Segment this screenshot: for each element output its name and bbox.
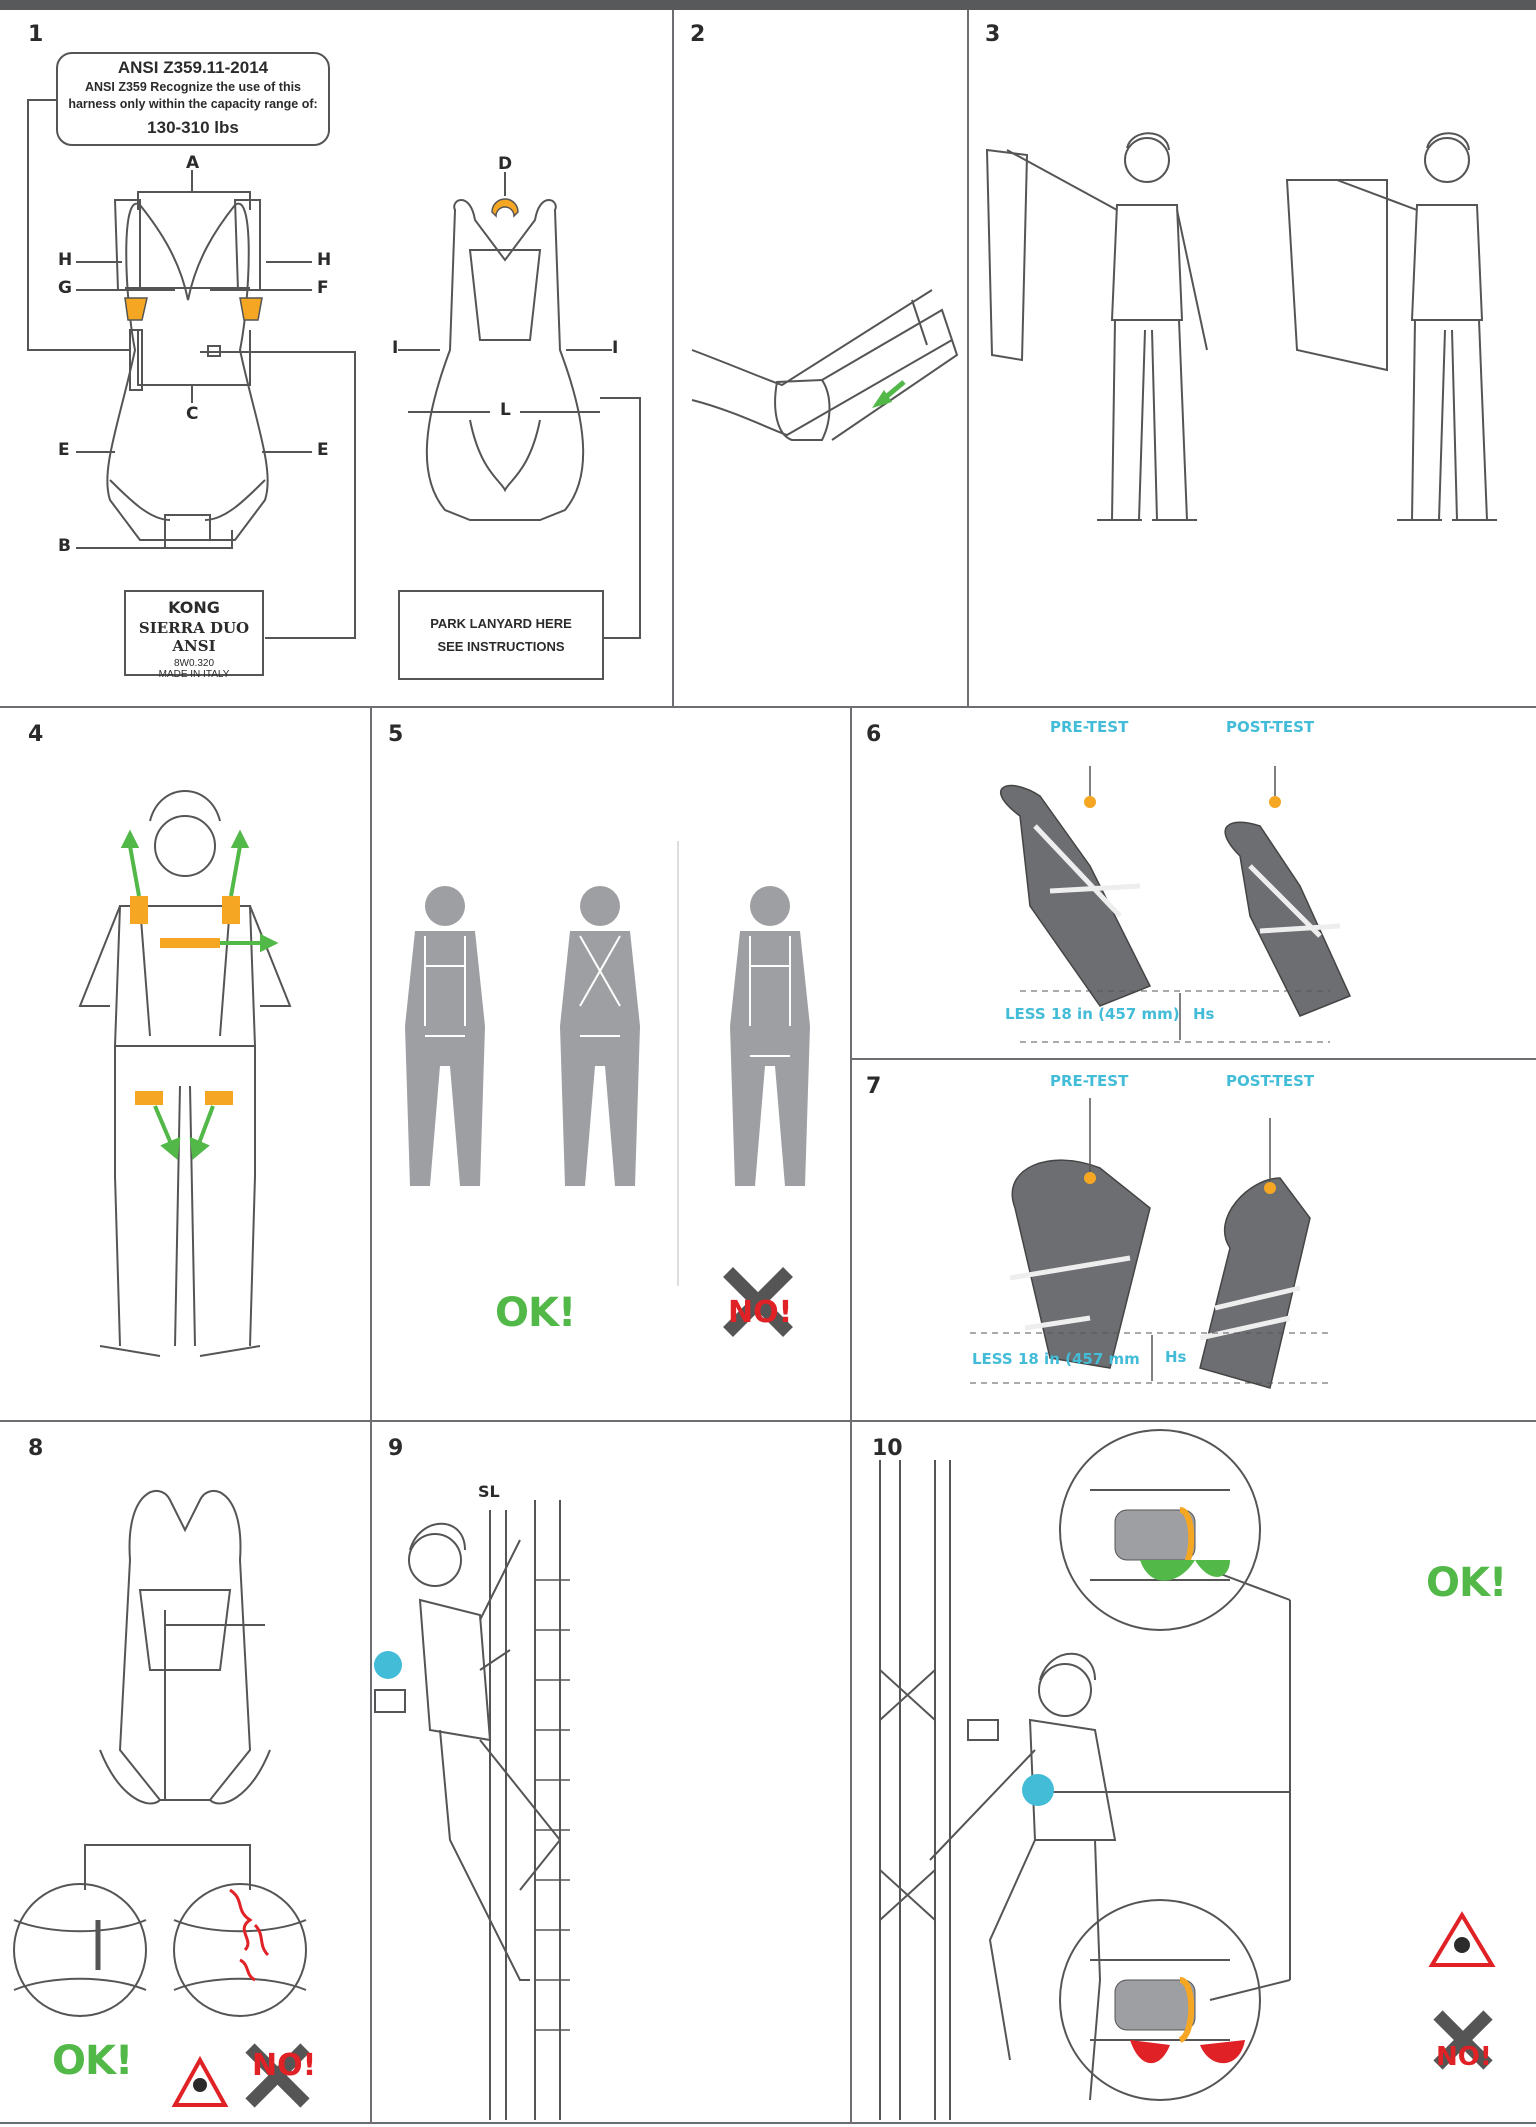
less-18-label-6: LESS 18 in (457 mm) (1005, 1005, 1180, 1023)
no-verdict-5: NO! (728, 1295, 792, 1330)
letter-H-left: H (58, 250, 72, 270)
letter-I-left: I (392, 338, 398, 358)
park-line-2: SEE INSTRUCTIONS (400, 639, 602, 654)
letter-E-left: E (58, 440, 70, 460)
adjusting-harness-figure (0, 706, 370, 1420)
less-18-label-7: LESS 18 in (457 mm (972, 1350, 1140, 1368)
letter-D: D (498, 154, 512, 174)
product-model: SIERRA DUO ANSI (126, 619, 262, 655)
kong-logo-icon: KONG (126, 598, 262, 617)
ok-verdict-5: OK! (495, 1290, 575, 1336)
ok-verdict-8: OK! (52, 2038, 132, 2084)
strap-buckle-drawing (672, 10, 967, 706)
ladder-climbing-figure (370, 1420, 850, 2122)
letter-H-right: H (317, 250, 331, 270)
letter-I-right: I (612, 338, 618, 358)
ok-verdict-10: OK! (1426, 1560, 1506, 1606)
no-verdict-8: NO! (252, 2048, 316, 2083)
letter-F: F (317, 278, 329, 298)
product-origin: MADE IN ITALY (126, 669, 262, 680)
product-label: KONG SIERRA DUO ANSI 8W0.320 MADE IN ITA… (124, 590, 264, 676)
warning-skull-icon (175, 2060, 225, 2105)
park-line-1: PARK LANYARD HERE (400, 616, 602, 631)
stitching-inspection-drawing (0, 1420, 370, 2122)
hs-label-7: Hs (1165, 1348, 1186, 1366)
letter-E-right: E (317, 440, 329, 460)
no-verdict-10: NO! (1436, 2042, 1492, 2072)
product-code: 8W0.320 (126, 658, 262, 669)
hs-label-6: Hs (1193, 1005, 1214, 1023)
letter-B: B (58, 536, 71, 556)
row-divider-bottom (0, 2122, 1536, 2124)
park-lanyard-label: PARK LANYARD HERE SEE INSTRUCTIONS (398, 590, 604, 680)
warning-skull-icon-10 (1432, 1915, 1492, 1965)
letter-A: A (186, 153, 199, 173)
fall-arrester-figure (850, 1420, 1536, 2122)
dummy-test-7 (850, 1058, 1536, 1420)
letter-C: C (186, 404, 198, 424)
harness-inspection-figures (967, 10, 1536, 706)
letter-G: G (58, 278, 72, 298)
letter-L: L (500, 400, 511, 420)
